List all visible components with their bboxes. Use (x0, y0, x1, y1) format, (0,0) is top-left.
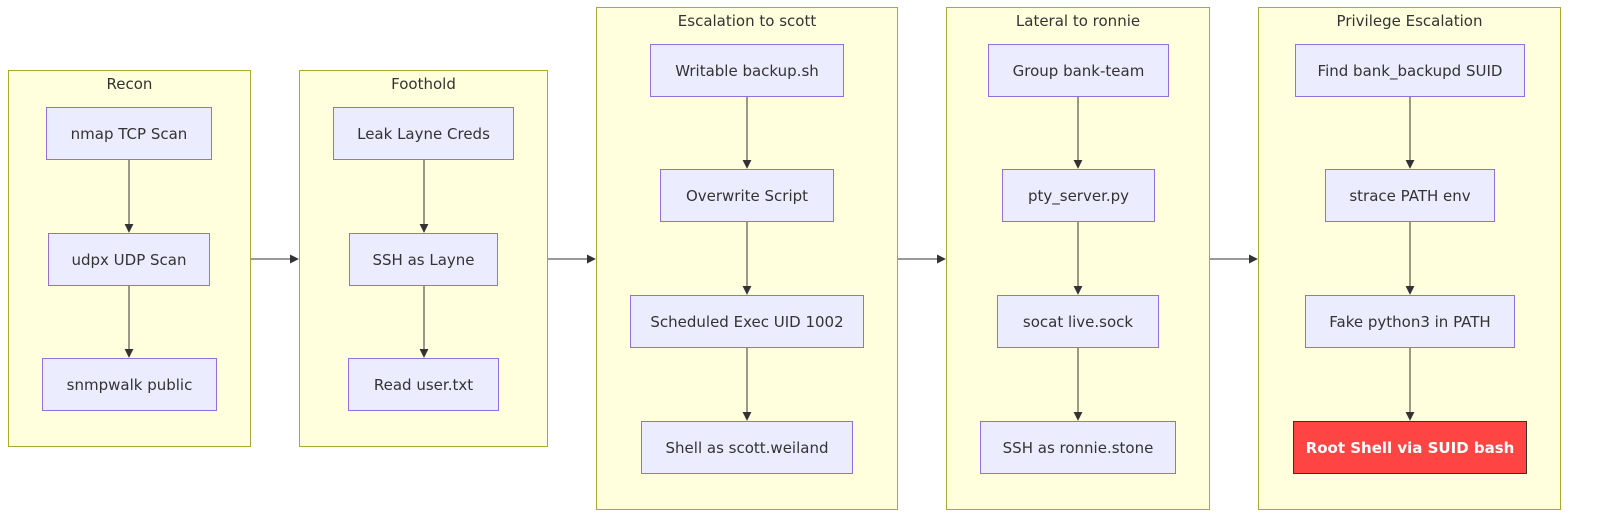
node-ssh-as-ronnie-stone: SSH as ronnie.stone (980, 421, 1176, 474)
cluster-title: Recon (106, 75, 153, 93)
cluster-title: Escalation to scott (677, 12, 817, 30)
cluster-title: Privilege Escalation (1336, 12, 1483, 30)
node-udpx-udp-scan: udpx UDP Scan (48, 233, 210, 286)
node-overwrite-script: Overwrite Script (660, 169, 834, 222)
node-shell-as-scott-weiland: Shell as scott.weiland (641, 421, 853, 474)
node-find-bank-backupd-suid: Find bank_backupd SUID (1295, 44, 1525, 97)
node-scheduled-exec-uid-1002: Scheduled Exec UID 1002 (630, 295, 864, 348)
node-socat-live-sock: socat live.sock (997, 295, 1159, 348)
node-snmpwalk-public: snmpwalk public (42, 358, 217, 411)
cluster-title: Foothold (391, 75, 456, 93)
cluster-title: Lateral to ronnie (1015, 12, 1141, 30)
node-read-user-txt: Read user.txt (348, 358, 499, 411)
node-fake-python3-in-path: Fake python3 in PATH (1305, 295, 1515, 348)
node-strace-path-env: strace PATH env (1325, 169, 1495, 222)
node-root-shell-via-suid-bash: Root Shell via SUID bash (1293, 421, 1527, 474)
node-leak-layne-creds: Leak Layne Creds (333, 107, 514, 160)
node-group-bank-team: Group bank-team (988, 44, 1169, 97)
node-writable-backup-sh: Writable backup.sh (650, 44, 844, 97)
node-ssh-as-layne: SSH as Layne (349, 233, 498, 286)
node-nmap-tcp-scan: nmap TCP Scan (46, 107, 212, 160)
node-pty-server-py: pty_server.py (1002, 169, 1155, 222)
